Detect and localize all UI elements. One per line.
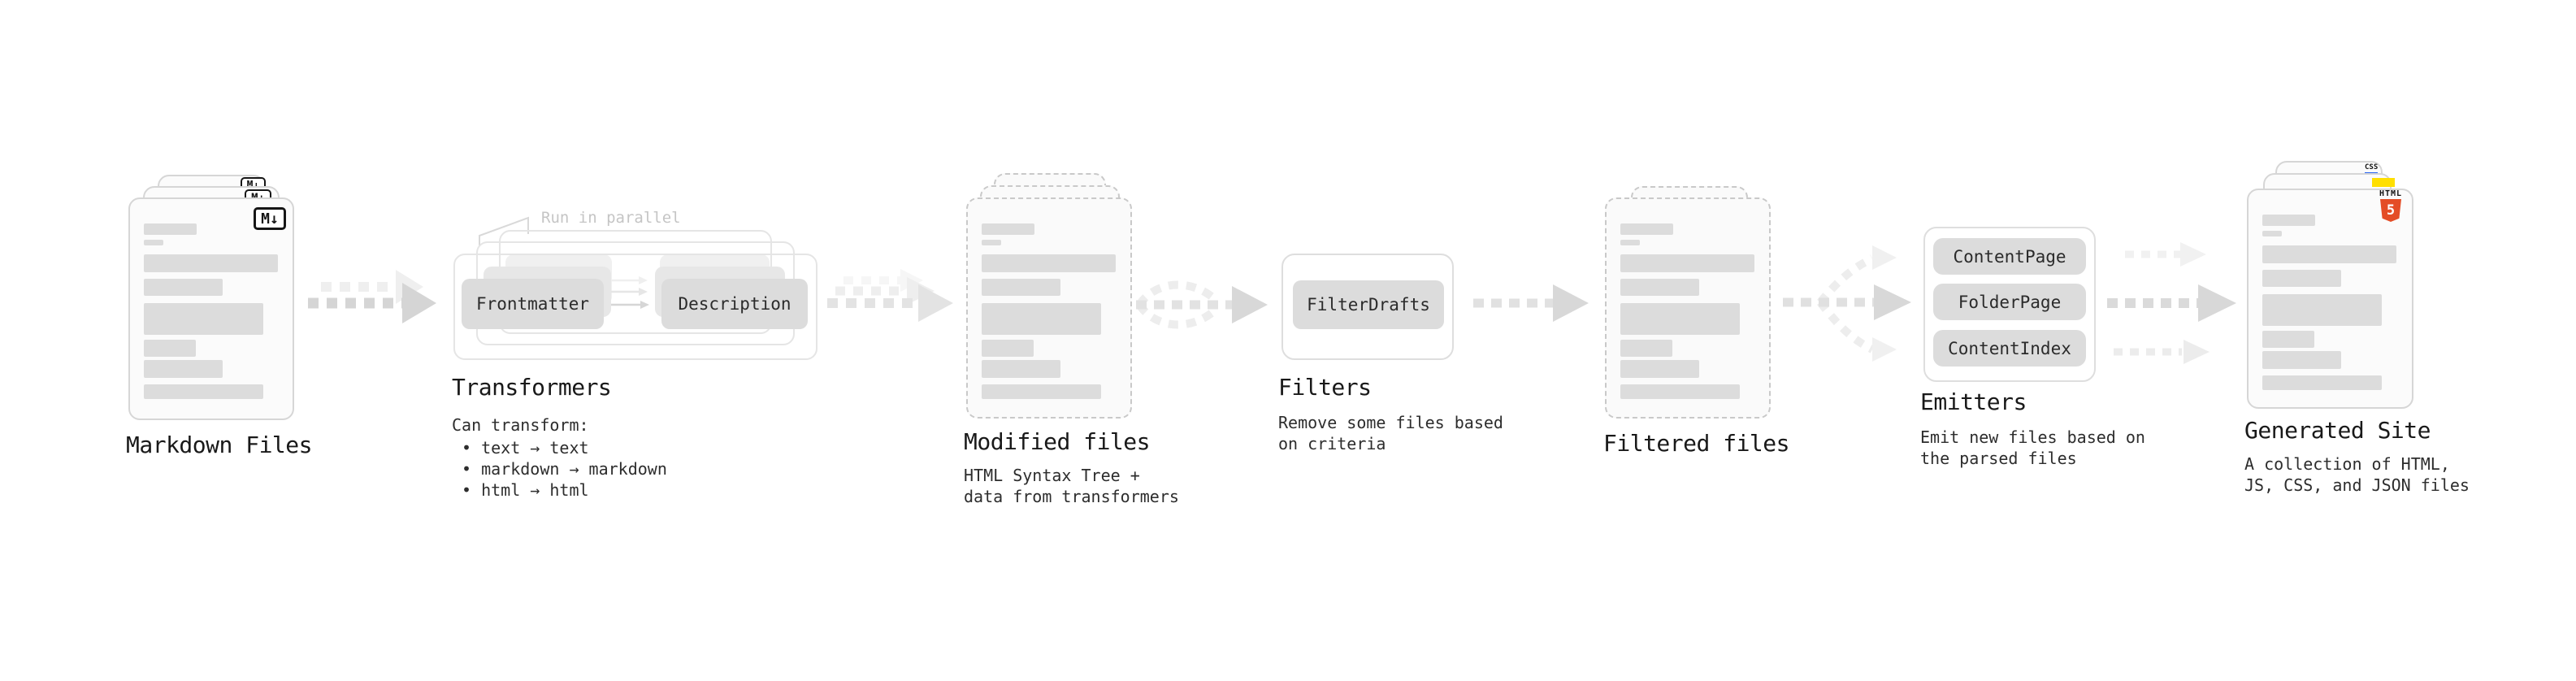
emitters-description: Emit new files based on <box>1920 427 2145 447</box>
document-placeholder-lines <box>968 199 1130 417</box>
html5-icon-shield: 5 <box>2380 199 2401 222</box>
placeholder-text-bar <box>2262 375 2382 390</box>
placeholder-text-bar <box>1620 360 1699 378</box>
placeholder-text-bar <box>2262 270 2341 287</box>
document-placeholder-lines <box>2249 190 2412 407</box>
placeholder-text-bar <box>144 303 263 335</box>
generated-site-description: A collection of HTML, <box>2244 454 2450 474</box>
stage-title-markdown-files: Markdown Files <box>126 432 313 458</box>
generated-site-description: JS, CSS, and JSON files <box>2244 475 2470 495</box>
document-placeholder-lines <box>130 199 293 419</box>
arrow-markdown-to-transformers <box>308 270 436 323</box>
transformers-bullet: • markdown → markdown <box>462 459 667 479</box>
placeholder-text-bar <box>144 223 197 235</box>
modified-files-description: data from transformers <box>964 487 1179 506</box>
placeholder-text-bar <box>1620 303 1740 335</box>
placeholder-text-bar <box>144 254 278 272</box>
arrow-emitters-to-generated <box>2107 242 2236 364</box>
stage-title-filtered-files: Filtered files <box>1603 430 1790 457</box>
placeholder-text-bar <box>1620 223 1673 235</box>
placeholder-text-bar <box>2262 231 2282 236</box>
placeholder-text-bar <box>982 384 1101 399</box>
placeholder-text-bar <box>1620 384 1740 399</box>
frontmatter-node: Frontmatter <box>462 279 604 329</box>
placeholder-text-bar <box>144 360 223 378</box>
folderpage-node: FolderPage <box>1933 284 2086 320</box>
stage-title-transformers: Transformers <box>452 374 612 401</box>
filters-description: on criteria <box>1278 434 1386 453</box>
placeholder-text-bar <box>2262 215 2315 226</box>
placeholder-text-bar <box>1620 340 1672 357</box>
arrow-filters-to-filtered <box>1473 284 1589 322</box>
placeholder-text-bar <box>144 240 163 245</box>
stage-title-modified-files: Modified files <box>964 428 1151 455</box>
placeholder-text-bar <box>2262 245 2396 263</box>
contentpage-node: ContentPage <box>1933 238 2086 275</box>
placeholder-text-bar <box>2262 331 2314 348</box>
stage-title-filters: Filters <box>1278 374 1372 401</box>
parallel-arrows <box>611 276 649 309</box>
placeholder-text-bar <box>982 240 1001 245</box>
placeholder-text-bar <box>144 340 196 357</box>
modified-files-description: HTML Syntax Tree + <box>964 466 1140 485</box>
html5-icon-word: HTML <box>2379 189 2403 198</box>
placeholder-text-bar <box>982 223 1034 235</box>
run-in-parallel-label: Run in parallel <box>541 209 681 227</box>
placeholder-text-bar <box>1620 279 1699 296</box>
emitters-description: the parsed files <box>1920 449 2077 468</box>
placeholder-text-bar <box>982 279 1060 296</box>
modified-file-sheet-front <box>966 197 1132 419</box>
placeholder-text-bar <box>144 279 223 296</box>
arrow-transformers-to-modified <box>827 269 953 322</box>
contentindex-node: ContentIndex <box>1933 330 2086 367</box>
markdown-icon: M↓ <box>254 207 286 230</box>
js-icon <box>2372 178 2395 187</box>
placeholder-text-bar <box>1620 240 1640 245</box>
placeholder-text-bar <box>2262 294 2382 326</box>
transformers-bullet: • html → html <box>462 480 589 500</box>
generated-file-sheet-front <box>2247 189 2413 409</box>
html5-icon: HTML 5 <box>2377 190 2405 222</box>
arrow-filtered-to-emitters <box>1783 245 1911 362</box>
transformer-container-front <box>453 254 817 360</box>
filterdrafts-node: FilterDrafts <box>1293 280 1444 329</box>
placeholder-text-bar <box>144 384 263 399</box>
annotation-leader-line <box>479 216 529 246</box>
filtered-file-sheet-front <box>1605 197 1771 419</box>
transformers-description-heading: Can transform: <box>452 415 589 435</box>
placeholder-text-bar <box>982 360 1060 378</box>
filters-description: Remove some files based <box>1278 413 1503 432</box>
placeholder-text-bar <box>982 303 1101 335</box>
placeholder-text-bar <box>1620 254 1754 272</box>
placeholder-text-bar <box>982 340 1034 357</box>
arrow-modified-to-filters <box>1135 280 1268 329</box>
markdown-file-sheet-front <box>128 197 294 420</box>
transformers-bullet: • text → text <box>462 438 589 458</box>
description-node: Description <box>661 279 808 329</box>
placeholder-text-bar <box>982 254 1116 272</box>
placeholder-text-bar <box>2262 351 2341 369</box>
html5-icon-number: 5 <box>2386 202 2396 219</box>
stage-title-generated-site: Generated Site <box>2244 417 2431 444</box>
document-placeholder-lines <box>1607 199 1769 417</box>
stage-title-emitters: Emitters <box>1920 388 2027 415</box>
